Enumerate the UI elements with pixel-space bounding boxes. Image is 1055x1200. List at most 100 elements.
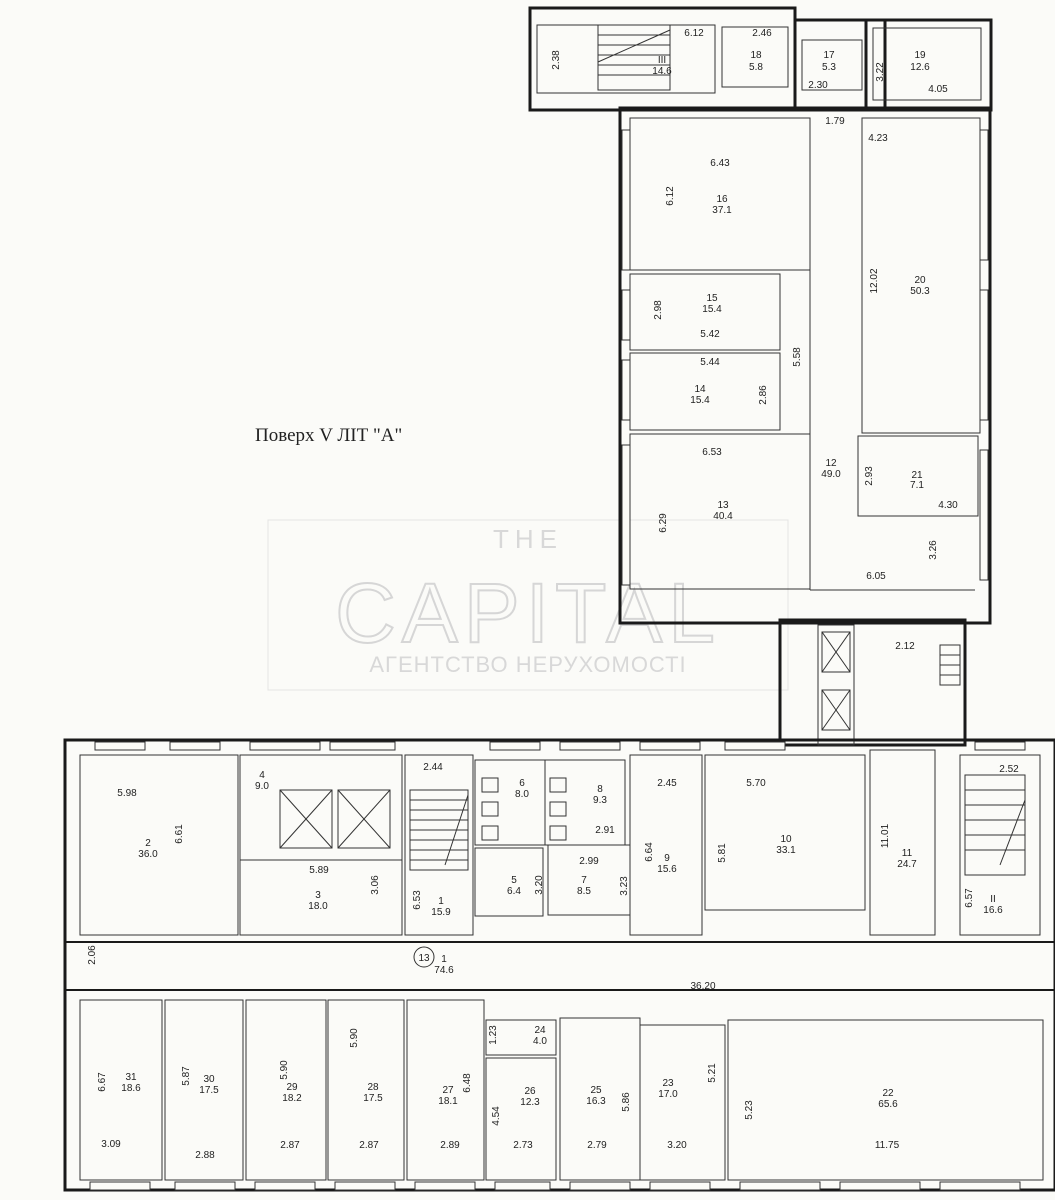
plan-label: 19	[914, 50, 926, 61]
plan-label: 40.4	[713, 511, 733, 522]
plan-label: 5.70	[746, 778, 766, 789]
plan-label: 24	[534, 1025, 546, 1036]
plan-label: 11.75	[875, 1140, 900, 1151]
plan-label: 3.20	[534, 875, 545, 895]
plan-label: 6.05	[866, 571, 886, 582]
plan-label: 25	[590, 1085, 602, 1096]
plan-label: 14	[694, 384, 706, 395]
plan-label: 17	[823, 50, 835, 61]
plan-label: 2.45	[657, 778, 677, 789]
plan-label: 1	[438, 896, 444, 907]
watermark: THE CAPITAL АГЕНТСТВО НЕРУХОМОСТІ	[267, 519, 789, 691]
plan-label: 16.6	[983, 905, 1003, 916]
plan-label: 5.86	[621, 1092, 632, 1112]
plan-label: 6	[519, 778, 525, 789]
plan-label: 5.90	[279, 1060, 290, 1080]
plan-label: 5.87	[181, 1066, 192, 1086]
plan-label: 6.43	[710, 158, 730, 169]
plan-label: 18	[750, 50, 762, 61]
plan-label: 3.26	[928, 540, 939, 560]
plan-label: 17.0	[658, 1089, 678, 1100]
plan-label: 6.64	[644, 842, 655, 862]
plan-label: 15.4	[690, 395, 710, 406]
plan-label: 74.6	[434, 965, 454, 976]
plan-label: 5.81	[717, 843, 728, 863]
plan-label: 6.61	[174, 824, 185, 844]
plan-label: 6.57	[964, 888, 975, 908]
plan-label: 5.58	[792, 347, 803, 367]
plan-label: 6.53	[702, 447, 722, 458]
plan-label: 26	[524, 1086, 536, 1097]
plan-label: 22	[882, 1088, 894, 1099]
plan-label: 1	[441, 954, 447, 965]
plan-label: 9	[664, 853, 670, 864]
plan-label: 15.6	[657, 864, 677, 875]
plan-label: 5.42	[700, 329, 720, 340]
plan-label: 11.01	[880, 823, 891, 848]
plan-label: 30	[203, 1074, 215, 1085]
plan-label: 2.87	[280, 1140, 300, 1151]
plan-label: 17.5	[363, 1093, 383, 1104]
plan-label: 4.0	[533, 1036, 547, 1047]
plan-label: 2.93	[864, 466, 875, 486]
plan-label: 2.91	[595, 825, 615, 836]
plan-label: III	[658, 55, 666, 66]
plan-label: 3.06	[370, 875, 381, 895]
plan-label: 27	[442, 1085, 454, 1096]
plan-label: 4.30	[938, 500, 958, 511]
plan-label: 2.79	[587, 1140, 607, 1151]
plan-label: 31	[125, 1072, 137, 1083]
plan-label: 1.79	[825, 116, 845, 127]
plan-label: 50.3	[910, 286, 930, 297]
plan-label: 2.87	[359, 1140, 379, 1151]
plan-label: 5.3	[822, 62, 836, 73]
plan-label: 4.23	[868, 133, 888, 144]
plan-label: 6.29	[658, 513, 669, 533]
plan-label: 37.1	[712, 205, 732, 216]
plan-label: 2.89	[440, 1140, 460, 1151]
south-wing-walls	[63, 738, 1055, 1192]
plan-label: 16	[716, 194, 728, 205]
plan-label: 24.7	[897, 859, 917, 870]
plan-label: 12.3	[520, 1097, 540, 1108]
plan-label: 2.46	[752, 28, 772, 39]
plan-label: 14.6	[652, 66, 672, 77]
plan-label: 36.20	[690, 981, 715, 992]
plan-label: 17.5	[199, 1085, 219, 1096]
watermark-line1: THE	[493, 524, 563, 554]
plan-label: 5.21	[707, 1063, 718, 1083]
plan-label: 6.12	[665, 186, 676, 206]
watermark-line2: CAPITAL	[335, 566, 721, 660]
plan-label: 5.89	[309, 865, 329, 876]
plan-label: 11	[902, 848, 913, 859]
plan-label: 7	[581, 875, 587, 886]
plan-label: 5.8	[749, 62, 763, 73]
corridor-marker	[413, 946, 435, 968]
plan-label: 5.23	[744, 1100, 755, 1120]
plan-label: 8	[597, 784, 603, 795]
plan-label: 5.44	[700, 357, 720, 368]
plan-label: 3.09	[101, 1139, 121, 1150]
plan-label: 18.6	[121, 1083, 141, 1094]
plan-label: II	[990, 894, 996, 905]
plan-label: 2.38	[551, 50, 562, 70]
plan-label: 5	[511, 875, 517, 886]
plan-label: 18.0	[308, 901, 328, 912]
plan-label: 16.3	[586, 1096, 606, 1107]
plan-label: 15	[706, 293, 718, 304]
plan-label: 1.23	[488, 1025, 499, 1045]
floor-title: Поверх V ЛІТ "А"	[255, 425, 402, 446]
plan-label: 18.1	[438, 1096, 458, 1107]
plan-label: 2.73	[513, 1140, 533, 1151]
plan-label: 3	[315, 890, 321, 901]
plan-label: 15.4	[702, 304, 722, 315]
plan-label: 23	[662, 1078, 674, 1089]
plan-label: 3.20	[667, 1140, 687, 1151]
plan-label: 6.12	[684, 28, 704, 39]
plan-label: 2.88	[195, 1150, 215, 1161]
plan-label: 2.99	[579, 856, 599, 867]
plan-label: 2.86	[758, 385, 769, 405]
plan-label: 12.6	[910, 62, 930, 73]
plan-label: 2.30	[808, 80, 828, 91]
